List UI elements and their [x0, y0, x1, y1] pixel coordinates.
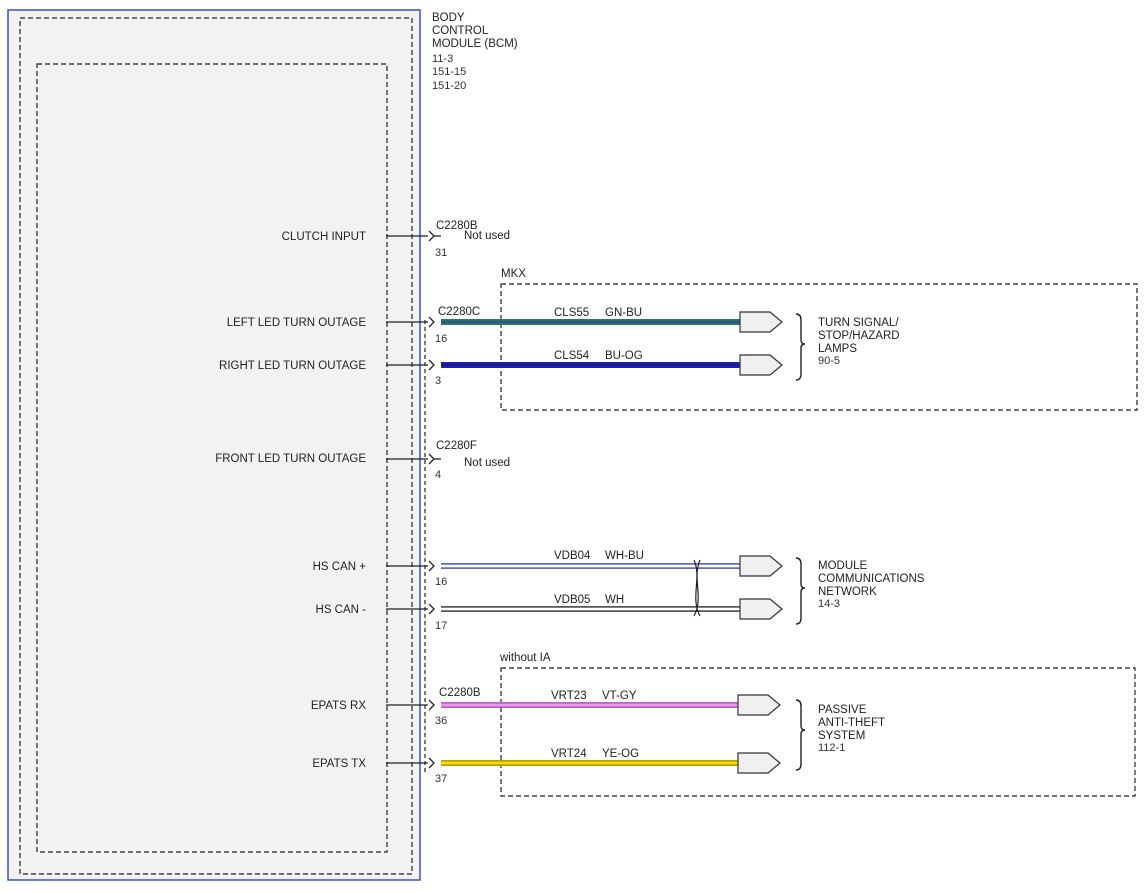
- pin-clutch: 31: [435, 247, 447, 259]
- wire-label-cls54-color: BU-OG: [605, 350, 643, 362]
- signal-epats-tx: EPATS TX: [312, 758, 366, 770]
- signal-epats-rx: EPATS RX: [311, 700, 366, 712]
- signal-leads: [386, 235, 428, 764]
- twisted-pair-marker: [693, 559, 701, 617]
- destination-braces: [795, 313, 806, 771]
- terminal-vdb04: [739, 555, 783, 577]
- pin-front-led: 4: [435, 469, 441, 481]
- dest-turn-signal-line-2: STOP/HAZARD: [818, 330, 900, 342]
- module-title-line-3: MODULE (BCM): [432, 38, 518, 50]
- terminal-vrt23: [737, 694, 781, 716]
- bcm-module-box: [7, 9, 421, 881]
- terminal-blocks: [737, 311, 783, 774]
- wire-label-vdb04-circuit: VDB04: [554, 550, 591, 562]
- option-label-without-ia: without IA: [499, 652, 551, 664]
- dest-module-comm-ref: 14-3: [818, 598, 840, 610]
- note-not-used-clutch: Not used: [464, 230, 510, 242]
- terminal-vdb05: [739, 598, 783, 620]
- note-not-used-front-led: Not used: [464, 457, 510, 469]
- module-title-line-2: CONTROL: [432, 25, 489, 37]
- connector-c2280b-top: C2280B: [436, 220, 478, 232]
- signal-clutch-input: CLUTCH INPUT: [282, 231, 366, 243]
- wire-label-cls54-circuit: CLS54: [554, 350, 590, 362]
- pin-hs-can-minus: 17: [435, 620, 447, 632]
- bcm-outer-dashed-boundary: [19, 17, 413, 875]
- module-ref-1: 11-3: [432, 53, 453, 65]
- wire-label-cls55-circuit: CLS55: [554, 307, 589, 319]
- signal-left-led-turn-outage: LEFT LED TURN OUTAGE: [227, 317, 367, 329]
- pin-arrowheads: [428, 230, 441, 769]
- option-box-without-ia: [500, 667, 1136, 797]
- dest-turn-signal-line-3: LAMPS: [818, 343, 857, 355]
- module-ref-3: 151-20: [432, 80, 466, 92]
- pin-epats-tx: 37: [435, 773, 447, 785]
- pin-right-led: 3: [435, 375, 441, 387]
- wire-label-vrt23-color: VT-GY: [602, 690, 637, 702]
- signal-hs-can-minus: HS CAN -: [316, 604, 367, 616]
- wire-label-vdb04-color: WH-BU: [605, 550, 644, 562]
- dest-pats-line-3: SYSTEM: [818, 730, 865, 742]
- terminal-vrt24: [737, 752, 781, 774]
- signal-front-led-turn-outage: FRONT LED TURN OUTAGE: [215, 453, 366, 465]
- connector-c2280c: C2280C: [438, 306, 480, 318]
- option-label-mkx: MKX: [501, 268, 526, 280]
- signal-right-led-turn-outage: RIGHT LED TURN OUTAGE: [219, 360, 366, 372]
- wire-label-vrt23-circuit: VRT23: [551, 690, 587, 702]
- bcm-inner-dashed-boundary: [36, 63, 388, 853]
- dest-module-comm-line-3: NETWORK: [818, 586, 877, 598]
- dest-module-comm-line-2: COMMUNICATIONS: [818, 573, 925, 585]
- signal-hs-can-plus: HS CAN +: [313, 561, 367, 573]
- dest-pats-ref: 112-1: [818, 742, 845, 754]
- option-box-mkx: [500, 283, 1138, 411]
- pin-hs-can-plus: 16: [435, 576, 447, 588]
- wire-label-vdb05-circuit: VDB05: [554, 594, 590, 606]
- dest-pats-line-1: PASSIVE: [818, 704, 867, 716]
- connector-c2280f: C2280F: [436, 440, 477, 452]
- wire-label-vrt24-color: YE-OG: [602, 748, 639, 760]
- wire-label-vdb05-color: WH: [605, 594, 624, 606]
- wire-label-vrt24-circuit: VRT24: [551, 748, 587, 760]
- module-ref-2: 151-15: [432, 66, 466, 78]
- wire-label-cls55-color: GN-BU: [605, 307, 642, 319]
- terminal-cls54: [739, 354, 783, 376]
- dest-pats-line-2: ANTI-THEFT: [818, 717, 885, 729]
- dest-module-comm-line-1: MODULE: [818, 560, 868, 572]
- connector-c2280b-bottom: C2280B: [439, 687, 481, 699]
- terminal-cls55: [739, 311, 783, 333]
- pin-epats-rx: 36: [435, 715, 447, 727]
- pin-left-led: 16: [435, 333, 447, 345]
- dest-turn-signal-ref: 90-5: [818, 355, 840, 367]
- dest-turn-signal-line-1: TURN SIGNAL/: [818, 317, 899, 329]
- module-title-line-1: BODY: [432, 12, 465, 24]
